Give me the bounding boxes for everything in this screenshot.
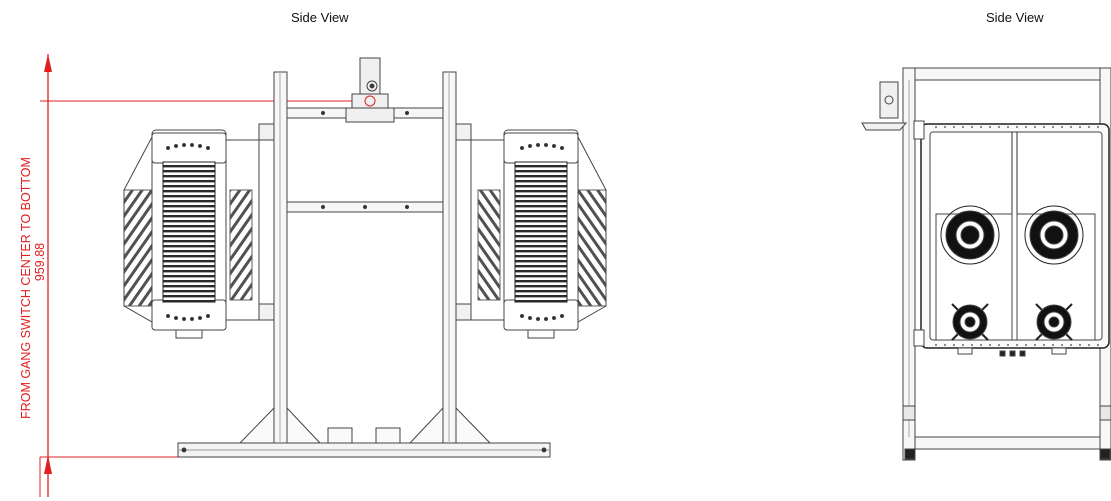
right-speaker-unit bbox=[455, 123, 607, 339]
arrow-top bbox=[44, 54, 52, 72]
dimension-annotation bbox=[39, 54, 372, 497]
foot-left-a bbox=[238, 406, 275, 444]
fan-large-left bbox=[940, 205, 1000, 265]
arrow-bottom bbox=[44, 455, 52, 474]
right-view-title: Side View bbox=[986, 10, 1044, 25]
center-block-1 bbox=[327, 427, 353, 444]
foot-right-b bbox=[455, 406, 492, 444]
gang-switch-housing bbox=[359, 57, 381, 95]
center-block-2 bbox=[375, 427, 401, 444]
left-side-view bbox=[123, 57, 607, 458]
fan-large-right bbox=[1024, 205, 1084, 265]
frame-top-rail bbox=[902, 67, 1111, 81]
dimension-value: 959.88 bbox=[33, 243, 47, 281]
left-speaker-unit bbox=[123, 123, 275, 339]
fan-small-right bbox=[1035, 303, 1073, 341]
dimension-label: FROM GANG SWITCH CENTER TO BOTTOM bbox=[19, 157, 33, 419]
gang-switch-side bbox=[879, 81, 899, 119]
fan-small-left bbox=[951, 303, 989, 341]
left-view-title: Side View bbox=[291, 10, 349, 25]
right-side-view bbox=[861, 67, 1111, 461]
foot-right-a bbox=[408, 406, 444, 444]
foot-left-b bbox=[286, 406, 322, 444]
frame-bottom-rail bbox=[902, 436, 1111, 450]
